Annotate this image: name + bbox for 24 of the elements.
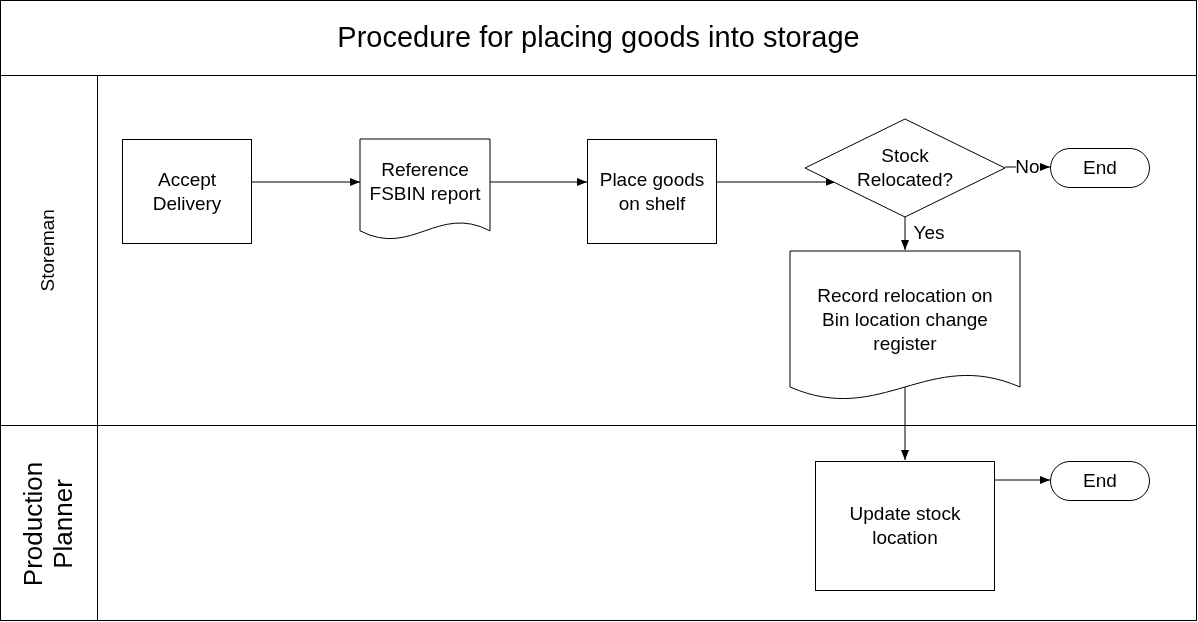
node-label: End (1082, 469, 1118, 493)
node-label: Stock Relocated? (855, 144, 955, 192)
process-box (815, 461, 995, 591)
arrow (901, 385, 909, 461)
node-label: Reference FSBIN report (368, 158, 482, 206)
node-label: Update stock location (848, 502, 962, 550)
node-label: End (1082, 156, 1118, 180)
arrow (901, 215, 909, 251)
diagram-title: Procedure for placing goods into storage (337, 19, 860, 55)
lane-label: Production Planner (18, 461, 79, 586)
terminator (1050, 461, 1150, 501)
terminator (1050, 148, 1150, 188)
swimlane (0, 425, 1197, 621)
arrow (251, 178, 361, 186)
decision-diamond (805, 119, 1005, 217)
process-box (587, 139, 717, 244)
process-box (122, 139, 252, 244)
arrow (489, 178, 588, 186)
node-label: Record relocation on Bin location change register (816, 284, 994, 356)
lane-label: Storeman (36, 208, 60, 294)
swimlane (0, 75, 1197, 425)
node-label: Place goods on shelf (598, 167, 706, 216)
arrow (994, 476, 1051, 484)
node-label: Accept Delivery (151, 167, 223, 216)
